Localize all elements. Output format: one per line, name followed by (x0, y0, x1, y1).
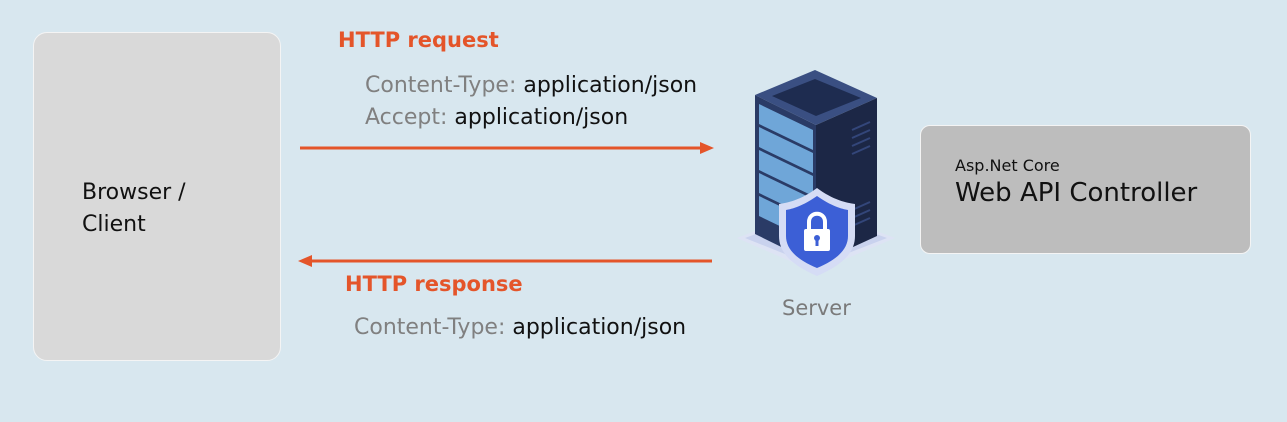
response-arrow (298, 255, 712, 267)
response-title: HTTP response (345, 272, 523, 296)
controller-title: Web API Controller (955, 178, 1198, 208)
header-name: Content-Type: (365, 73, 517, 98)
request-title: HTTP request (338, 28, 499, 52)
header-value: application/json (523, 73, 698, 98)
controller-subtitle: Asp.Net Core (955, 156, 1060, 175)
client-box: Browser / Client (33, 32, 281, 361)
request-header-content-type: Content-Type: application/json (365, 73, 697, 98)
client-label: Browser / Client (82, 180, 186, 237)
header-value: application/json (454, 105, 629, 130)
header-name: Content-Type: (354, 315, 506, 340)
header-value: application/json (512, 315, 687, 340)
server-label: Server (782, 296, 851, 320)
server-rack-lock-icon (737, 70, 895, 276)
response-header-content-type: Content-Type: application/json (354, 315, 686, 340)
header-name: Accept: (365, 105, 448, 130)
request-header-accept: Accept: application/json (365, 105, 628, 130)
controller-box: Asp.Net Core Web API Controller (920, 125, 1251, 254)
request-arrow (300, 142, 714, 154)
